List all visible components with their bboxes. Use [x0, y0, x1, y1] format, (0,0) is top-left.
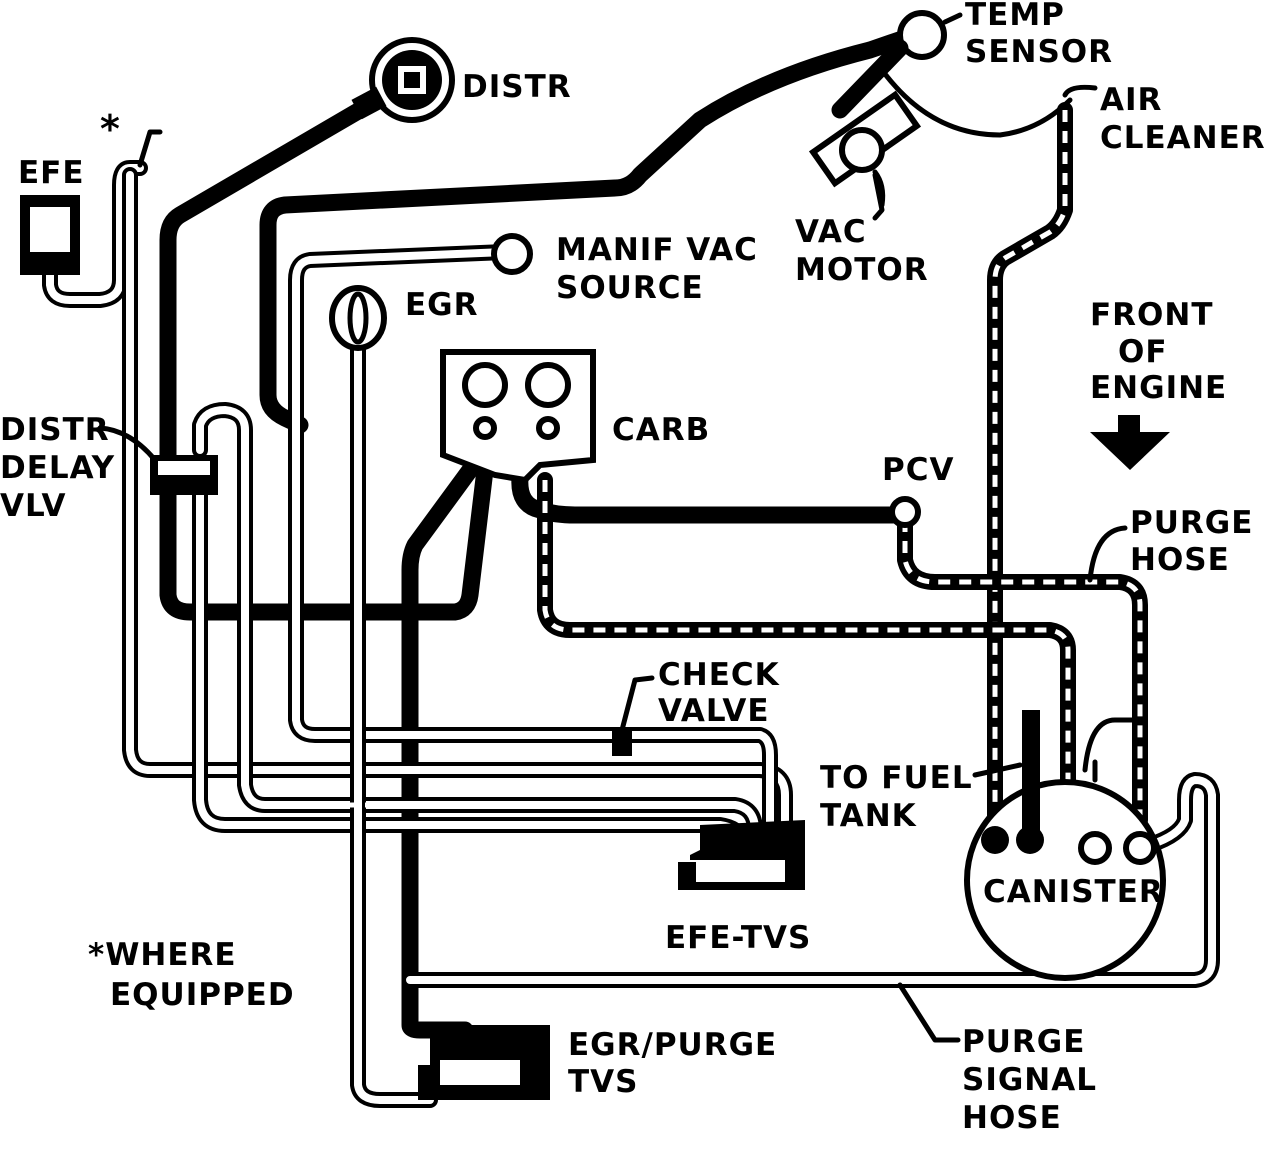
label-purge-signal-3: HOSE: [962, 1100, 1062, 1136]
air-cleaner-canister-hose: [987, 102, 1073, 838]
label-purge-signal-1: PURGE: [962, 1024, 1085, 1060]
label-front-1: FRONT: [1090, 297, 1214, 333]
egr-purge-tvs-hose: [401, 461, 479, 1039]
label-distr-delay-2: DELAY: [0, 450, 115, 486]
manif-vac-source: [491, 233, 533, 275]
vac-motor: [808, 90, 922, 208]
label-temp-sensor-1: TEMP: [965, 0, 1065, 33]
label-pcv: PCV: [882, 452, 954, 488]
label-canister: CANISTER: [983, 874, 1164, 910]
label-to-fuel-1: TO FUEL: [820, 760, 973, 796]
canister: [964, 710, 1166, 981]
purge-hose: [897, 512, 1148, 828]
air-cleaner-leader: [1062, 84, 1098, 98]
label-air-cleaner-1: AIR: [1100, 82, 1162, 118]
label-where-equipped-1: *WHERE: [88, 937, 237, 973]
label-purge-hose-1: PURGE: [1130, 505, 1253, 541]
label-front-3: ENGINE: [1090, 370, 1227, 406]
carb-canister-purge-hose: [537, 472, 1098, 848]
purge-signal-hose: [402, 772, 1220, 988]
vac-motor-leader: [872, 172, 885, 221]
check-valve: [612, 730, 632, 756]
label-to-fuel-2: TANK: [820, 798, 917, 834]
purge-signal-leader: [897, 982, 961, 1043]
manif-vac-source-hose: [288, 244, 778, 843]
label-check-valve-1: CHECK: [658, 657, 780, 693]
delay-valve-top-loop: [192, 402, 763, 838]
egr-valve: [329, 285, 387, 351]
label-carb: CARB: [612, 412, 710, 448]
label-purge-signal-2: SIGNAL: [962, 1062, 1097, 1098]
temp-sensor: [831, 10, 947, 119]
purge-hose-leader: [1087, 525, 1128, 583]
egr-purge-tvs: [418, 1025, 550, 1100]
temp-sensor-leader: [942, 12, 963, 25]
label-where-equipped-2: EQUIPPED: [110, 977, 295, 1013]
pcv-hose: [511, 469, 909, 524]
label-distr: DISTR: [462, 69, 572, 105]
to-fuel-leader: [972, 762, 1023, 778]
label-egr: EGR: [405, 287, 479, 323]
label-vac-motor-1: VAC: [795, 214, 867, 250]
distr-delay-valve-hose: [159, 461, 494, 621]
label-manif-vac-2: SOURCE: [556, 270, 704, 306]
front-arrow-icon: [1090, 415, 1170, 470]
label-efe-tvs: EFE-TVS: [665, 920, 811, 956]
label-distr-delay-1: DISTR: [0, 412, 110, 448]
check-valve-leader: [619, 675, 655, 733]
temp-sensor-hose: [259, 29, 914, 434]
label-distr-delay-3: VLV: [0, 488, 66, 524]
distributor: [351, 37, 455, 123]
egr-hose: [350, 332, 438, 1108]
pcv-valve: [889, 496, 921, 528]
efe-tvs: [678, 820, 805, 890]
label-efe: EFE: [18, 155, 85, 191]
asterisk-leader: [137, 129, 163, 168]
efe-tvs-hose-outer: [122, 167, 793, 843]
label-check-valve-2: VALVE: [658, 693, 770, 729]
efe-component: [20, 195, 80, 275]
label-temp-sensor-2: SENSOR: [965, 34, 1113, 70]
label-vac-motor-2: MOTOR: [795, 252, 929, 288]
label-purge-hose-2: HOSE: [1130, 542, 1230, 578]
distr-delay-valve: [150, 455, 218, 495]
label-egr-purge-2: TVS: [568, 1064, 638, 1100]
distr-delay-leader: [97, 425, 158, 463]
distr-vacuum-hose: [159, 101, 369, 469]
carburetor: [440, 349, 596, 484]
label-egr-purge-1: EGR/PURGE: [568, 1027, 777, 1063]
air-cleaner-outline: [879, 67, 1073, 138]
label-asterisk: *: [100, 107, 121, 151]
label-front-2: OF: [1118, 334, 1168, 370]
label-manif-vac-1: MANIF VAC: [556, 232, 758, 268]
label-air-cleaner-2: CLEANER: [1100, 120, 1264, 156]
